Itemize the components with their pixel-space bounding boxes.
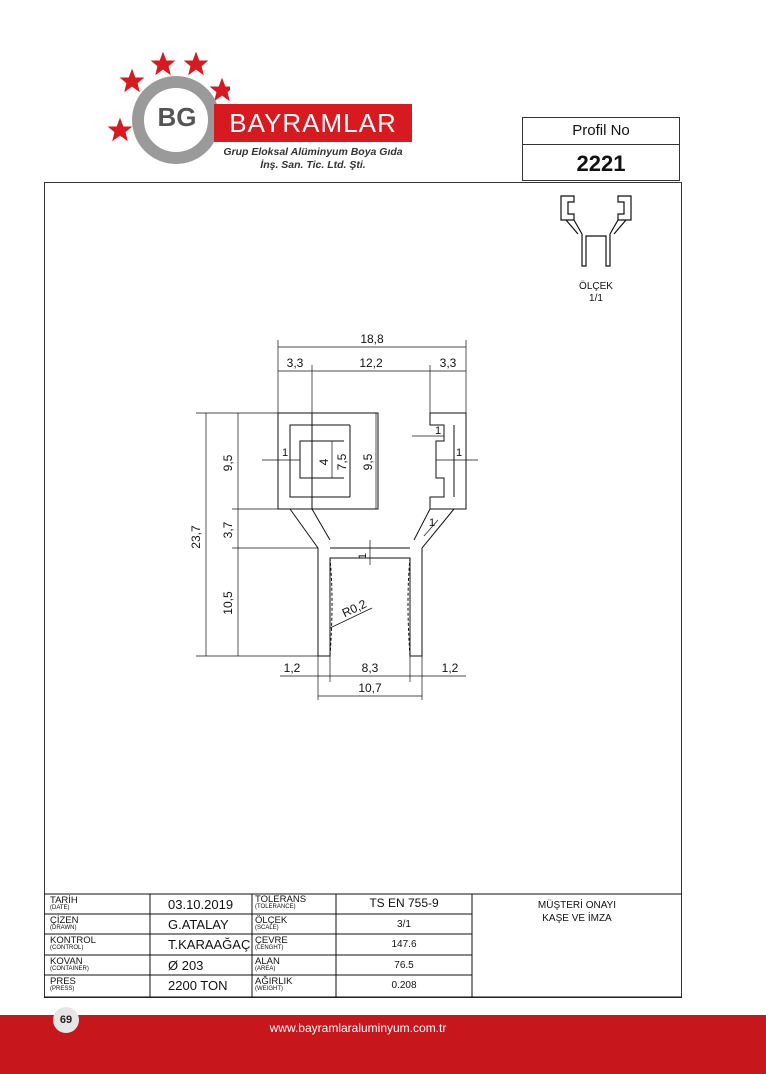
tb-label-area: ALAN(AREA): [255, 957, 280, 973]
tb-label: TOLERANS: [255, 894, 307, 905]
dim-right-lip-top: 1: [435, 425, 441, 437]
dim-channel-wall: 1: [357, 553, 369, 559]
tb-value-scale: 3/1: [397, 919, 411, 930]
tb-label-scale: ÖLÇEK(SCALE): [255, 916, 287, 932]
tb-value-weight: 0.208: [391, 980, 417, 991]
tb-label-sub: (DATE): [50, 905, 70, 911]
dim-inner-height: 7,5: [335, 453, 349, 470]
tb-label: PRES: [50, 976, 76, 987]
scale-label: ÖLÇEK: [579, 281, 613, 292]
logo-star: [107, 117, 133, 142]
dim-transition-height: 3,7: [221, 521, 235, 538]
tb-label-sub: (DRAWN): [50, 925, 77, 931]
dim-overall-width: 18,8: [360, 332, 384, 346]
customer-approval: MÜŞTERİ ONAYI KAŞE VE İMZA: [474, 899, 680, 925]
dim-bottom-right: 1,2: [442, 661, 459, 675]
tb-label: ÇEVRE: [255, 935, 288, 946]
tb-label-press: PRES(PRESS): [50, 977, 76, 993]
tb-label-control: KONTROL(CONTROL): [50, 936, 96, 952]
dim-center-gap: 12,2: [359, 356, 383, 370]
tb-label: KOVAN: [50, 956, 83, 967]
tb-label-length: ÇEVRE(LENGHT): [255, 936, 288, 952]
scale-value: 1/1: [589, 293, 603, 304]
brand-subtitle-line2: İnş. San. Tic. Ltd. Şti.: [260, 159, 366, 171]
tb-label-sub: (WEIGHT): [255, 986, 283, 992]
brand-subtitle-line1: Grup Eloksal Alüminyum Boya Gıda: [223, 146, 403, 158]
tb-label-sub: (PRESS): [50, 986, 75, 992]
tb-value-container: Ø 203: [168, 958, 204, 973]
page-number: 69: [53, 1007, 79, 1033]
tb-value-area: 76.5: [394, 960, 414, 971]
dim-upper-left-height: 9,5: [221, 454, 235, 471]
tb-label: ALAN: [255, 956, 280, 967]
logo-letters: BG: [157, 102, 197, 132]
tb-label-sub: (SCALE): [255, 925, 279, 931]
tb-label: AĞIRLIK: [255, 976, 293, 987]
dim-bottom-total: 10,7: [358, 681, 382, 695]
tb-value-tolerance: TS EN 755-9: [369, 896, 439, 910]
tb-label-container: KOVAN(CONTAINER): [50, 957, 89, 973]
profile-box: [522, 117, 680, 181]
scale-preview-label: ÖLÇEK 1/1: [566, 281, 626, 305]
dim-diag-wall: 1: [429, 517, 435, 529]
logo-star: [183, 51, 209, 76]
website-link[interactable]: www.bayramlaraluminyum.com.tr: [269, 1021, 447, 1035]
tb-label-tolerance: TOLERANS(TOLERANCE): [255, 895, 306, 911]
profile-label: Profil No: [522, 117, 680, 145]
tb-value-press: 2200 TON: [168, 978, 228, 993]
tb-label-date: TARİH(DATE): [50, 896, 78, 912]
tb-label-drawn: ÇİZEN(DRAWN): [50, 916, 79, 932]
dim-bottom-left: 1,2: [284, 661, 301, 675]
logo-star: [209, 77, 230, 102]
tb-label: ÖLÇEK: [255, 915, 288, 926]
tb-label-sub: (LENGHT): [255, 945, 284, 951]
approval-line2: KAŞE VE İMZA: [542, 913, 612, 924]
dim-inner-slot: 4: [317, 458, 331, 465]
logo-star: [150, 51, 176, 76]
dim-right-inner-height: 9,5: [361, 453, 375, 470]
tb-label: ÇİZEN: [50, 915, 79, 926]
dim-bottom-gap: 8,3: [362, 661, 379, 675]
dim-left-wall: 1: [282, 447, 288, 459]
tb-value-control: T.KARAAĞAÇ: [168, 937, 251, 952]
footer-bar: [0, 1015, 766, 1074]
dim-left-flange: 3,3: [287, 356, 304, 370]
tb-label-weight: AĞIRLIK(WEIGHT): [255, 977, 293, 993]
tb-value-date: 03.10.2019: [168, 897, 234, 912]
tb-label-sub: (AREA): [255, 966, 276, 972]
tb-label: KONTROL: [50, 935, 96, 946]
tb-value-drawn: G.ATALAY: [168, 917, 229, 932]
tb-label: TARİH: [50, 895, 78, 906]
brand-name: BAYRAMLAR: [214, 104, 412, 142]
dim-right-flange: 3,3: [440, 356, 457, 370]
dim-total-height: 23,7: [189, 525, 203, 549]
dim-lower-height: 10,5: [221, 591, 235, 615]
tb-value-length: 147.6: [391, 939, 417, 950]
tb-label-sub: (TOLERANCE): [255, 904, 296, 910]
approval-line1: MÜŞTERİ ONAYI: [537, 900, 617, 911]
profile-number: 2221: [576, 151, 626, 176]
logo-star: [119, 68, 145, 93]
profile-preview: [560, 195, 632, 267]
tb-label-sub: (CONTAINER): [50, 966, 89, 972]
brand-subtitle: Grup Eloksal Alüminyum Boya Gıda İnş. Sa…: [196, 146, 430, 172]
tb-label-sub: (CONTROL): [50, 945, 84, 951]
dim-right-lip-side: 1: [456, 447, 462, 459]
